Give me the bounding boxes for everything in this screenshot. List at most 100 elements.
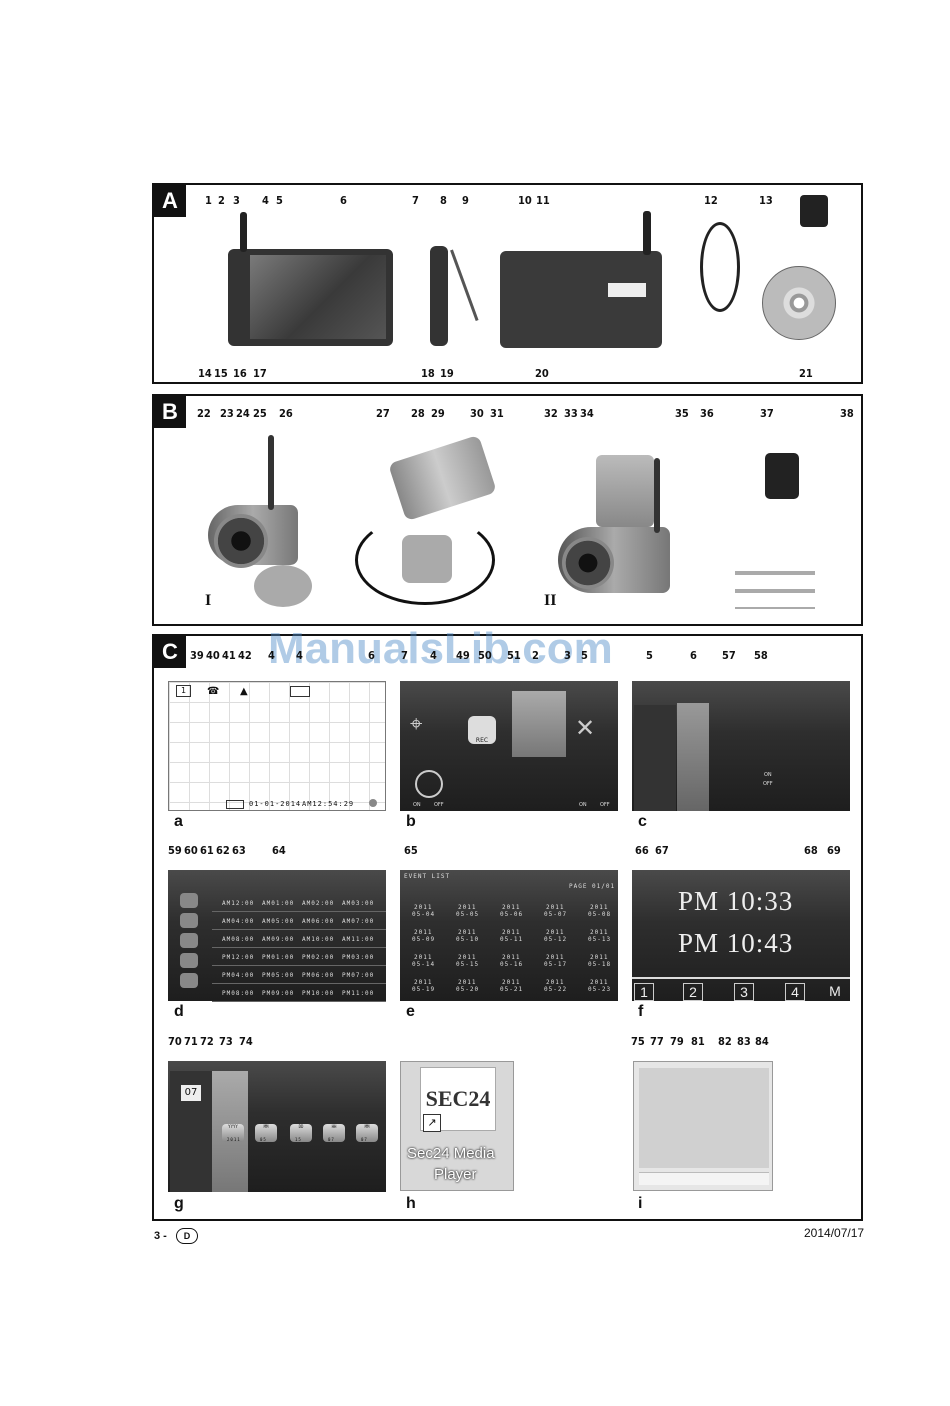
screen-d-schedule bbox=[168, 870, 386, 1001]
panel-a-label: A bbox=[154, 185, 186, 217]
screen-d-time-cell: PM08:00 bbox=[222, 990, 255, 997]
panel-a-number: 16 bbox=[233, 367, 247, 380]
camera-mount-image bbox=[254, 565, 312, 607]
screen-e-title: EVENT LIST bbox=[404, 873, 451, 880]
screen-b-highlight-tile bbox=[512, 691, 566, 757]
footer-lang-text: D bbox=[183, 1231, 191, 1241]
panel-c-number: 83 bbox=[737, 1035, 751, 1048]
screen-e-date-cell-year: 2011 bbox=[590, 904, 609, 911]
screen-e-date-cell-year: 2011 bbox=[502, 979, 521, 986]
panel-b-number: 23 bbox=[220, 407, 234, 420]
panel-c-number: 73 bbox=[219, 1035, 233, 1048]
screen-f-tab: 3 bbox=[734, 983, 754, 1001]
panel-b-number: 22 bbox=[197, 407, 211, 420]
panel-a-number: 21 bbox=[799, 367, 813, 380]
screen-e-date-cell-day: 05-19 bbox=[412, 986, 436, 993]
screen-e-date-cell-day: 05-11 bbox=[500, 936, 524, 943]
screen-b-settings-icon: ✕ bbox=[575, 714, 596, 742]
screen-f-time-2: PM 10:43 bbox=[678, 928, 794, 958]
screen-b-rec-button[interactable]: REC bbox=[468, 716, 496, 744]
screen-e-date-cell-year: 2011 bbox=[590, 979, 609, 986]
roman-numeral-1: I bbox=[205, 592, 212, 609]
panel-a-number: 9 bbox=[462, 194, 469, 207]
screen-e-date-cell-year: 2011 bbox=[590, 929, 609, 936]
panel-b-number: 27 bbox=[376, 407, 390, 420]
screen-d-time-cell: PM06:00 bbox=[302, 972, 335, 979]
panel-a-number: 4 bbox=[262, 194, 269, 207]
screen-a-phone-icon: ☎ bbox=[207, 686, 220, 697]
screen-e-date-cell-year: 2011 bbox=[414, 904, 433, 911]
screen-g-field-value: 07 bbox=[361, 1137, 368, 1142]
screen-b-off2-label: OFF bbox=[600, 802, 610, 808]
screen-e-date-cell-day: 05-18 bbox=[588, 961, 612, 968]
panel-c-number: 3 bbox=[564, 649, 571, 662]
screen-f-tab-bar bbox=[632, 977, 850, 979]
camera-antenna-image bbox=[268, 435, 274, 510]
panel-a-number: 7 bbox=[412, 194, 419, 207]
panel-b-number: 29 bbox=[431, 407, 445, 420]
panel-c-number: 74 bbox=[239, 1035, 253, 1048]
panel-a-number: 10 bbox=[518, 194, 532, 207]
panel-c-number: 68 bbox=[804, 844, 818, 857]
screen-e-date-cell-year: 2011 bbox=[546, 979, 565, 986]
screen-e-date-cell-day: 05-08 bbox=[588, 911, 612, 918]
screen-e-date-cell-day: 05-05 bbox=[456, 911, 480, 918]
screen-e-date-cell-day: 05-07 bbox=[544, 911, 568, 918]
panel-b-number: 25 bbox=[253, 407, 267, 420]
av-cable-image bbox=[700, 222, 740, 312]
screen-d-sidebar-icon bbox=[180, 933, 198, 948]
screen-b-on-label: ON bbox=[413, 802, 421, 808]
screen-e-date-cell-day: 05-13 bbox=[588, 936, 612, 943]
monitor-screen-image bbox=[250, 255, 386, 339]
footer-lang-badge: D bbox=[176, 1228, 198, 1244]
panel-c-label: C bbox=[154, 636, 186, 668]
screen-b-on2-label: ON bbox=[579, 802, 587, 808]
camera-2-mount-image bbox=[596, 455, 654, 527]
panel-c-number: 5 bbox=[646, 649, 653, 662]
panel-c-number: 70 bbox=[168, 1035, 182, 1048]
footer-date: 2014/07/17 bbox=[804, 1226, 865, 1240]
panel-a-number: 19 bbox=[440, 367, 454, 380]
screen-d-sidebar-icon bbox=[180, 973, 198, 988]
panel-c-number: 84 bbox=[755, 1035, 769, 1048]
screen-d-time-cell: PM05:00 bbox=[262, 972, 295, 979]
panel-c-number: 41 bbox=[222, 649, 236, 662]
screen-d-row-divider bbox=[212, 947, 386, 948]
screen-a-battery-icon bbox=[226, 800, 244, 809]
screen-e-event-list bbox=[400, 870, 618, 1001]
panel-c-number: 82 bbox=[718, 1035, 732, 1048]
panel-a-number: 3 bbox=[233, 194, 240, 207]
sub-label-c: c bbox=[638, 813, 647, 830]
screen-g-field-value: 07 bbox=[328, 1137, 335, 1142]
sub-label-a: a bbox=[174, 813, 183, 830]
screen-e-date-cell-year: 2011 bbox=[458, 904, 477, 911]
panel-a-number: 2 bbox=[218, 194, 225, 207]
panel-c-number: 79 bbox=[670, 1035, 684, 1048]
sub-label-d: d bbox=[174, 1003, 184, 1020]
screen-e-date-cell-year: 2011 bbox=[458, 929, 477, 936]
panel-c-number: 71 bbox=[184, 1035, 198, 1048]
panel-a-number: 17 bbox=[253, 367, 267, 380]
panel-b-number: 36 bbox=[700, 407, 714, 420]
screen-e-date-cell-year: 2011 bbox=[502, 929, 521, 936]
screen-d-time-cell: PM02:00 bbox=[302, 954, 335, 961]
panel-c-number: 50 bbox=[478, 649, 492, 662]
screen-d-row-divider bbox=[212, 911, 386, 912]
screen-b-power-icon bbox=[415, 770, 443, 798]
screen-e-date-cell-day: 05-22 bbox=[544, 986, 568, 993]
screen-a-time: AM12:54:29 bbox=[302, 800, 355, 808]
screen-b-off-label: OFF bbox=[434, 802, 444, 808]
power-adapter-image bbox=[800, 195, 828, 227]
screen-a-camera-icon: 1 bbox=[176, 685, 191, 697]
screen-h-shortcut-icon: ↗ bbox=[423, 1114, 441, 1132]
panel-a-number: 11 bbox=[536, 194, 550, 207]
panel-b-number: 32 bbox=[544, 407, 558, 420]
panel-c-number: 69 bbox=[827, 844, 841, 857]
screen-c-off-label: OFF bbox=[763, 781, 773, 787]
sub-label-f: f bbox=[638, 1003, 644, 1020]
panel-c-number: 65 bbox=[404, 844, 418, 857]
camera-lens-image bbox=[214, 514, 268, 568]
screen-c-highlight-column bbox=[677, 703, 709, 811]
screen-g-field: MM bbox=[255, 1124, 277, 1142]
screen-b-rec-label: REC bbox=[475, 737, 489, 744]
